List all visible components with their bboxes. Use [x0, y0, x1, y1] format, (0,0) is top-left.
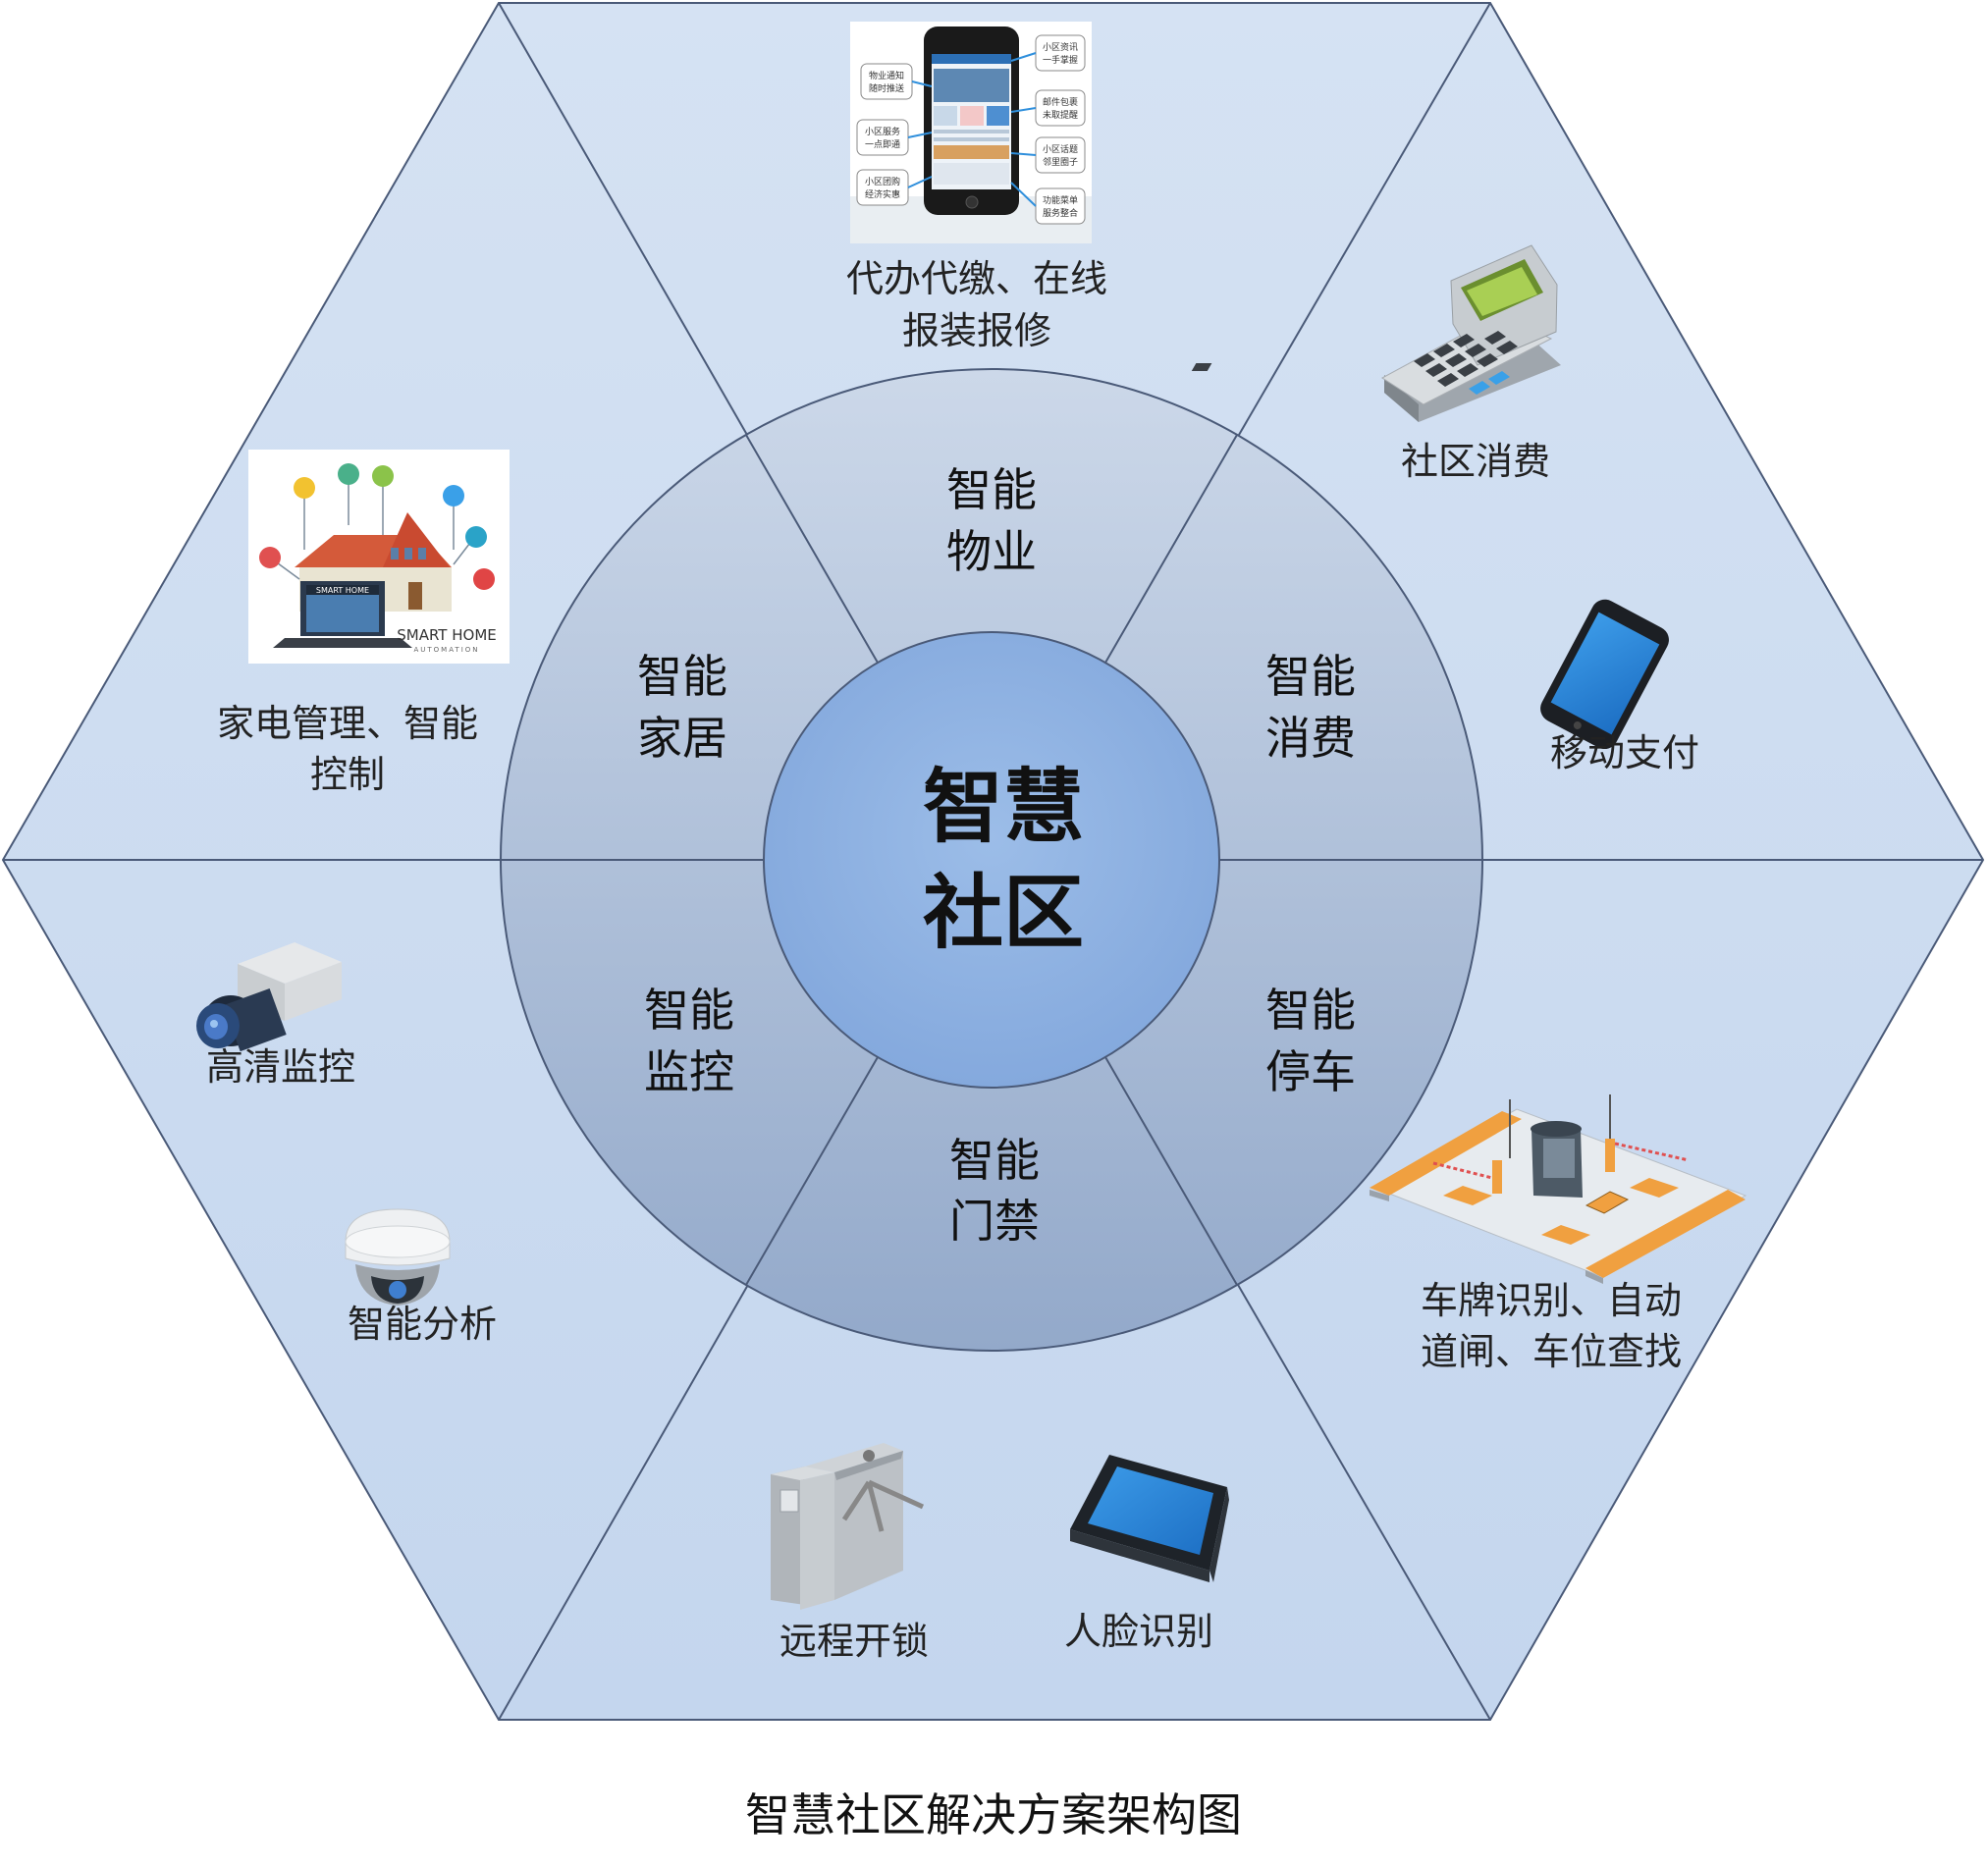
- mobile-phone-icon: [1540, 599, 1669, 750]
- access-gate-label: 远程开锁: [779, 1620, 929, 1663]
- ring-label-home-line2: 家居: [637, 712, 727, 765]
- callout-2a: 小区服务: [865, 126, 900, 137]
- callout-4b: 一手掌握: [1043, 54, 1078, 66]
- drop-icon: [443, 485, 464, 506]
- hd-camera-icon: [196, 942, 342, 1052]
- callout-6b: 邻里圈子: [1043, 156, 1078, 168]
- callout-5a: 邮件包裹: [1043, 96, 1078, 108]
- ring-segment-consume: 智能 消费: [1265, 650, 1356, 765]
- ring-label-monitor-line1: 智能: [644, 984, 734, 1037]
- center-circle: [763, 631, 1220, 1089]
- ring-label-consume-line2: 消费: [1265, 712, 1356, 765]
- gear-icon: [372, 465, 394, 487]
- callout-1b: 随时推送: [869, 82, 904, 94]
- home-desc-line1: 家电管理、智能: [217, 702, 478, 745]
- callout-7a: 功能菜单: [1043, 194, 1078, 206]
- ring-segment-home: 智能 家居: [637, 650, 727, 765]
- access-face-label: 人脸识别: [1064, 1610, 1213, 1653]
- parking-desc-line2: 道闸、车位查找: [1421, 1330, 1682, 1373]
- callout-6a: 小区话题: [1043, 143, 1078, 155]
- lock-icon: [465, 526, 487, 548]
- ring-label-access-line2: 门禁: [949, 1195, 1040, 1248]
- thermometer-icon: [259, 547, 281, 568]
- ring-label-home-line1: 智能: [637, 650, 727, 703]
- consume-pos-label: 社区消费: [1401, 440, 1550, 483]
- smart-home-image: SMART HOME SMART HOME AUTOMATION: [248, 450, 510, 664]
- callout-7b: 服务整合: [1043, 207, 1078, 219]
- wifi-icon: [338, 463, 359, 485]
- parking-desc-line1: 车牌识别、自动: [1421, 1279, 1682, 1322]
- property-app-image: 物业通知 随时推送 小区服务 一点即通 小区团购 经济实惠 小区资讯 一手掌握 …: [850, 22, 1092, 243]
- ring-label-property-line1: 智能: [946, 463, 1037, 516]
- parking-gate-icon: [1370, 1094, 1747, 1284]
- center-title-line1: 智慧: [923, 761, 1084, 854]
- consume-mobile-label: 移动支付: [1550, 731, 1699, 774]
- ring-label-consume-line1: 智能: [1265, 650, 1356, 703]
- smart-home-banner: SMART HOME: [316, 586, 369, 595]
- ring-segment-property: 智能 物业: [946, 463, 1037, 578]
- home-desc-line2: 控制: [310, 753, 385, 796]
- callout-3a: 小区团购: [865, 176, 900, 187]
- callout-5b: 未取提醒: [1043, 109, 1078, 121]
- smart-home-logo: SMART HOME: [397, 626, 497, 644]
- callout-3b: 经济实惠: [865, 188, 900, 200]
- callout-1a: 物业通知: [869, 70, 904, 81]
- dome-camera-icon: [345, 1208, 451, 1306]
- pos-terminal-icon: [1191, 244, 1561, 422]
- center-title-line2: 社区: [923, 867, 1084, 960]
- ring-segment-parking: 智能 停车: [1265, 984, 1356, 1098]
- callout-2b: 一点即通: [865, 139, 900, 150]
- ring-label-parking-line2: 停车: [1265, 1045, 1356, 1098]
- monitor-hd-label: 高清监控: [206, 1045, 355, 1089]
- turnstile-gate-icon: [771, 1443, 925, 1610]
- property-desc-line2: 报装报修: [902, 309, 1051, 352]
- ring-segment-monitor: 智能 监控: [644, 984, 734, 1098]
- ring-segment-access: 智能 门禁: [949, 1134, 1040, 1248]
- property-desc-line1: 代办代缴、在线: [846, 257, 1107, 300]
- diagram-caption: 智慧社区解决方案架构图: [745, 1788, 1242, 1841]
- smart-home-sub: AUTOMATION: [413, 646, 479, 654]
- monitor-analysis-label: 智能分析: [348, 1303, 497, 1346]
- ring-label-property-line2: 物业: [946, 525, 1037, 578]
- bulb-icon: [294, 477, 315, 499]
- ring-label-access-line1: 智能: [949, 1134, 1040, 1187]
- face-recognition-terminal-icon: [1070, 1455, 1229, 1582]
- ring-label-parking-line1: 智能: [1265, 984, 1356, 1037]
- callout-4a: 小区资讯: [1043, 42, 1078, 53]
- alarm-icon: [473, 568, 495, 590]
- ring-label-monitor-line2: 监控: [644, 1045, 734, 1098]
